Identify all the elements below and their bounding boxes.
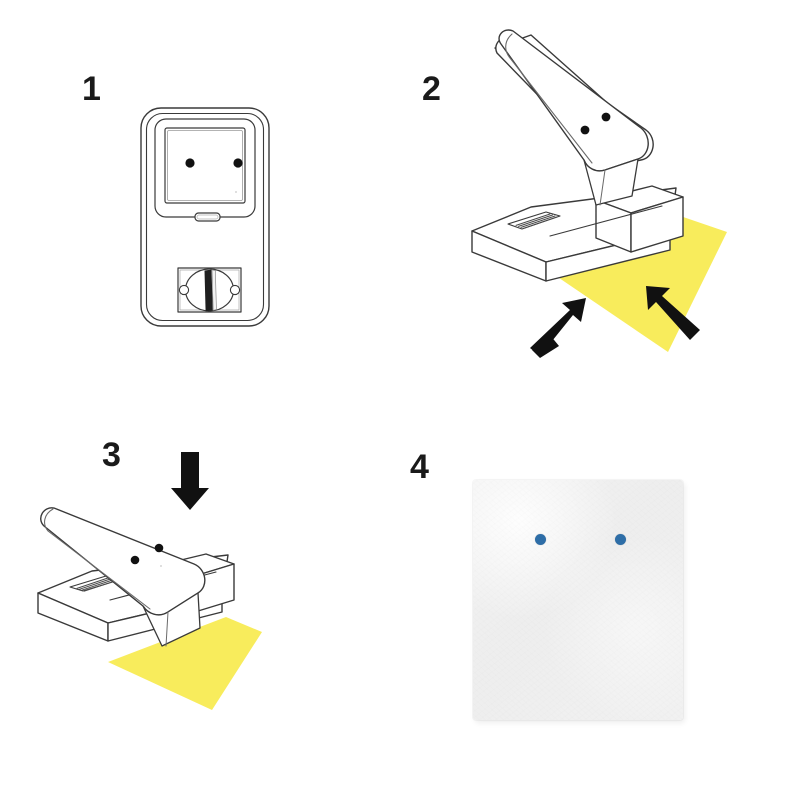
punch-lever-skirt-fold (165, 611, 169, 647)
punch-top-view-illustration (140, 107, 270, 327)
lever-hole-right (601, 112, 611, 122)
align-arrow-right (646, 286, 700, 340)
punch-hole-left (185, 158, 195, 168)
punch-registration-tick (235, 191, 237, 193)
step-number-3: 3 (102, 436, 121, 474)
panel-step-2: 2 (400, 0, 800, 400)
punch-lever-skirt-fold (599, 169, 606, 206)
press-lever-illustration (37, 452, 262, 710)
lever-registration-tick (160, 565, 162, 567)
punch-dial-tab-left (178, 284, 190, 296)
punch-top-window-inner (167, 130, 243, 201)
panel-step-3: 3 (0, 400, 400, 800)
paper-guide-ridges (76, 577, 117, 592)
punch-body-inner-outline (145, 112, 265, 322)
step-number-4: 4 (410, 448, 429, 486)
lever-hole-left (130, 555, 140, 565)
press-arrow-down (171, 452, 209, 510)
paper-guide-plate (507, 211, 561, 230)
punch-lever-fold (44, 508, 151, 610)
punch-lever-skirt (142, 592, 201, 647)
panel-step-1: 1 (0, 0, 400, 400)
lever-hole-left (580, 125, 590, 135)
punch-lever-outline (498, 29, 649, 172)
punch-dial-slot (204, 269, 217, 312)
punch-dial-tab-right (229, 284, 241, 296)
panel-step-4: 4 (400, 400, 800, 800)
punched-hole-right (615, 534, 626, 545)
punch-slot-indicator-inner (196, 214, 219, 220)
punch-hole-right (233, 158, 243, 168)
punched-hole-left (535, 534, 546, 545)
punch-lever-fold (505, 33, 593, 164)
punched-paper-sheet (473, 480, 683, 720)
step-number-2: 2 (422, 70, 441, 108)
paper-guide-ridges (515, 213, 558, 229)
punch-throat-line (549, 205, 663, 237)
align-arrow-left (530, 298, 586, 358)
insert-paper-illustration (471, 29, 727, 358)
punch-lever-skirt (583, 158, 639, 206)
lever-hole-right (154, 543, 164, 553)
yellow-paper-sheet (108, 617, 262, 710)
step-number-1: 1 (82, 70, 101, 108)
